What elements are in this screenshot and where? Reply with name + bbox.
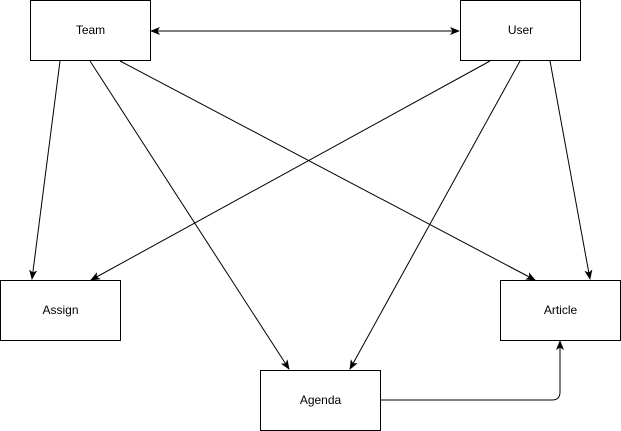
edge-team-article (119, 60, 536, 281)
node-agenda-label: Agenda (300, 393, 342, 407)
edge-user-article (549, 60, 593, 280)
node-assign-box (0, 280, 121, 341)
node-agenda[interactable]: Agenda (260, 370, 381, 431)
edge-user-assign (90, 60, 491, 281)
node-team-box (30, 0, 151, 61)
node-article-box (500, 280, 621, 341)
node-user-box (460, 0, 581, 61)
node-team-label: Team (76, 23, 105, 37)
node-assign[interactable]: Assign (0, 280, 121, 341)
edge-team-agenda (89, 60, 290, 370)
node-agenda-box (260, 370, 381, 431)
edge-user-agenda (349, 60, 521, 370)
node-article[interactable]: Article (500, 280, 621, 341)
node-assign-label: Assign (42, 303, 78, 317)
edge-team-assign (29, 60, 61, 280)
node-user-label: User (508, 23, 533, 37)
node-article-label: Article (544, 303, 578, 317)
edge-agenda-article (381, 340, 564, 401)
node-team[interactable]: Team (30, 0, 151, 61)
node-user[interactable]: User (460, 0, 581, 61)
